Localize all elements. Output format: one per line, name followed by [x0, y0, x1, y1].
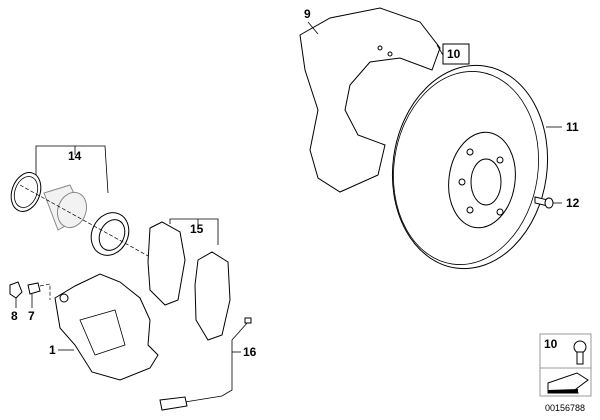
- callout-10: 10: [447, 47, 461, 61]
- callout-14: 14: [68, 149, 82, 163]
- brake-disc[interactable]: [380, 55, 561, 278]
- disc-screw[interactable]: [534, 196, 554, 209]
- brake-pad-outer[interactable]: [194, 251, 231, 341]
- seal-ring[interactable]: [6, 168, 46, 215]
- dust-shield[interactable]: [299, 7, 441, 193]
- diagram-id: 00156788: [545, 403, 586, 413]
- callout-11: 11: [566, 120, 579, 134]
- callout-9: 9: [304, 7, 311, 21]
- brake-pad-inner[interactable]: [147, 221, 186, 306]
- piston[interactable]: [43, 184, 91, 232]
- callout-8: 8: [11, 309, 18, 323]
- cap[interactable]: [9, 281, 23, 299]
- dust-boot[interactable]: [84, 206, 135, 261]
- brake-wear-sensor[interactable]: [159, 317, 252, 411]
- legend-box: [539, 333, 592, 397]
- legend-part-number: 10: [544, 337, 558, 351]
- brake-caliper[interactable]: [54, 273, 159, 381]
- callout-15: 15: [190, 222, 204, 236]
- callout-7: 7: [28, 309, 35, 323]
- callout-16: 16: [243, 345, 257, 359]
- guide-bolt[interactable]: [27, 282, 41, 295]
- callout-1: 1: [49, 343, 56, 357]
- callout-12: 12: [566, 196, 580, 210]
